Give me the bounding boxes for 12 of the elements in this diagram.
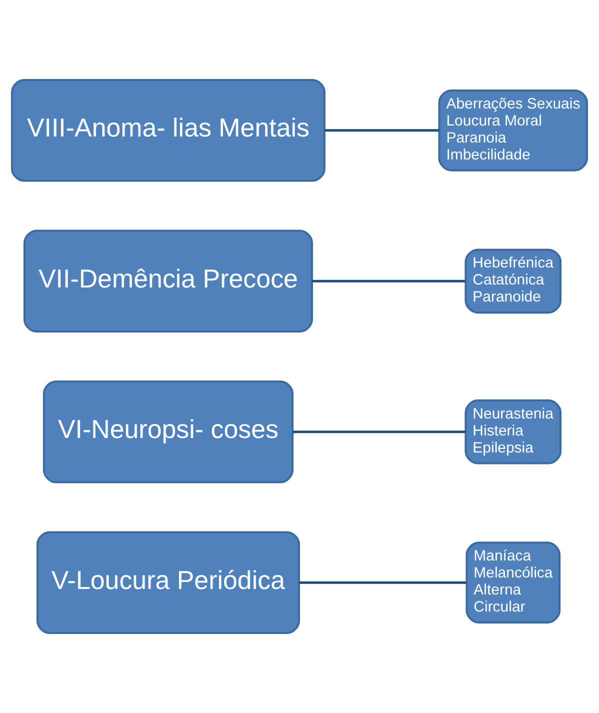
- node-box: VI-Neuropsi- coses: [42, 380, 294, 484]
- connector: [324, 129, 439, 132]
- node-box: Neurastenia Histeria Epilepsia: [464, 399, 562, 464]
- node-box: V-Loucura Periódica: [36, 531, 300, 634]
- node-box: VIII-Anoma- lias Mentais: [11, 79, 326, 182]
- node-box: Maníaca Melancólica Alterna Circular: [466, 542, 561, 624]
- connector: [292, 430, 466, 434]
- node-box: Aberrações Sexuais Loucura Moral Paranoia Imbecilidade: [438, 89, 588, 172]
- node-box: VII-Demência Precoce: [24, 230, 313, 333]
- node-box: Hebefrénica Catatónica Paranoide: [464, 248, 562, 314]
- connector: [312, 280, 466, 282]
- connector: [299, 581, 466, 584]
